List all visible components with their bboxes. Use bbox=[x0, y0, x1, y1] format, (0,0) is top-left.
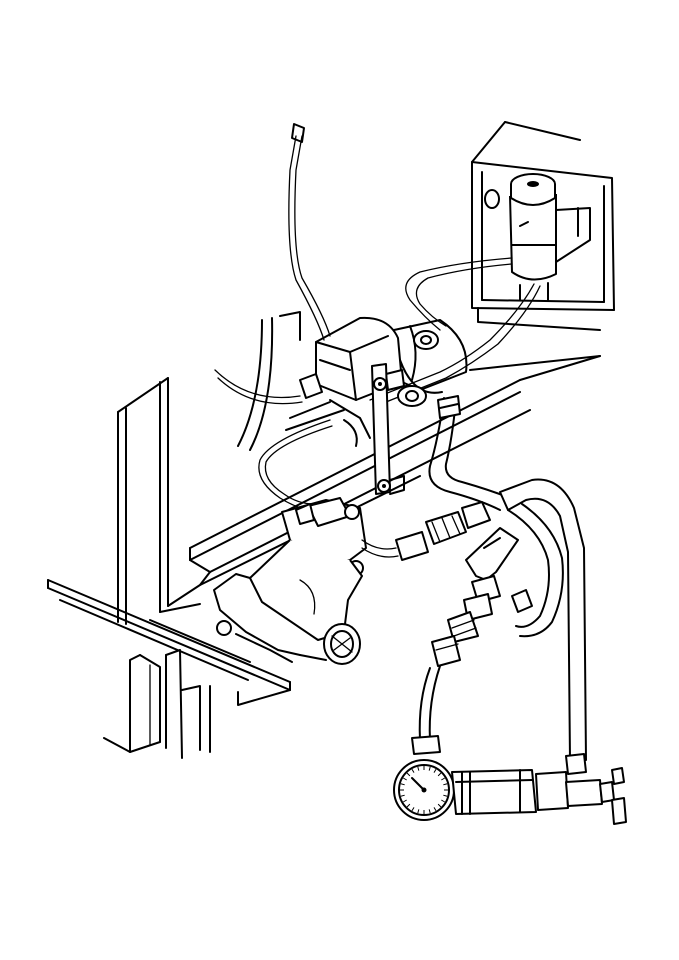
lower-frame-rail bbox=[47, 579, 291, 706]
gauge-tick bbox=[437, 803, 442, 808]
gauge-tick bbox=[402, 777, 407, 781]
support-bar bbox=[371, 363, 405, 495]
gauge-tick bbox=[400, 783, 405, 786]
gauge-tick bbox=[433, 768, 437, 773]
gauge-tick bbox=[402, 799, 407, 803]
valve-body bbox=[451, 769, 537, 815]
wire-harness bbox=[214, 123, 333, 511]
return-hose bbox=[428, 395, 587, 761]
gauge-tick bbox=[433, 807, 437, 812]
gauge-tick bbox=[406, 772, 411, 777]
frame-pillar bbox=[117, 377, 201, 625]
gauge-tick bbox=[428, 766, 431, 771]
gauge-tick bbox=[406, 803, 411, 808]
gauge-needle bbox=[411, 777, 425, 791]
gauge-tick bbox=[428, 809, 431, 814]
frame-mount-bracket bbox=[103, 649, 211, 759]
gauge-tick bbox=[443, 783, 448, 786]
gauge-tick bbox=[441, 777, 446, 781]
gauge-tick bbox=[417, 809, 420, 814]
steering-gear bbox=[213, 497, 367, 665]
bulkhead-hole bbox=[484, 189, 500, 209]
gauge-tick bbox=[437, 772, 442, 777]
valve-handle bbox=[611, 767, 625, 785]
gauge-tick bbox=[441, 799, 446, 803]
gauge-tick bbox=[400, 794, 405, 797]
gauge-tick bbox=[443, 794, 448, 797]
gauge-hose bbox=[418, 527, 519, 741]
bulkhead-panel bbox=[471, 121, 615, 331]
gauge-tick bbox=[411, 768, 415, 773]
pressure-gauge-assembly bbox=[393, 735, 627, 825]
pressure-line bbox=[295, 501, 491, 561]
gauge-ticks bbox=[400, 766, 448, 814]
gauge-tick bbox=[411, 807, 415, 812]
gauge-tick bbox=[417, 766, 420, 771]
master-cylinder bbox=[509, 173, 591, 301]
